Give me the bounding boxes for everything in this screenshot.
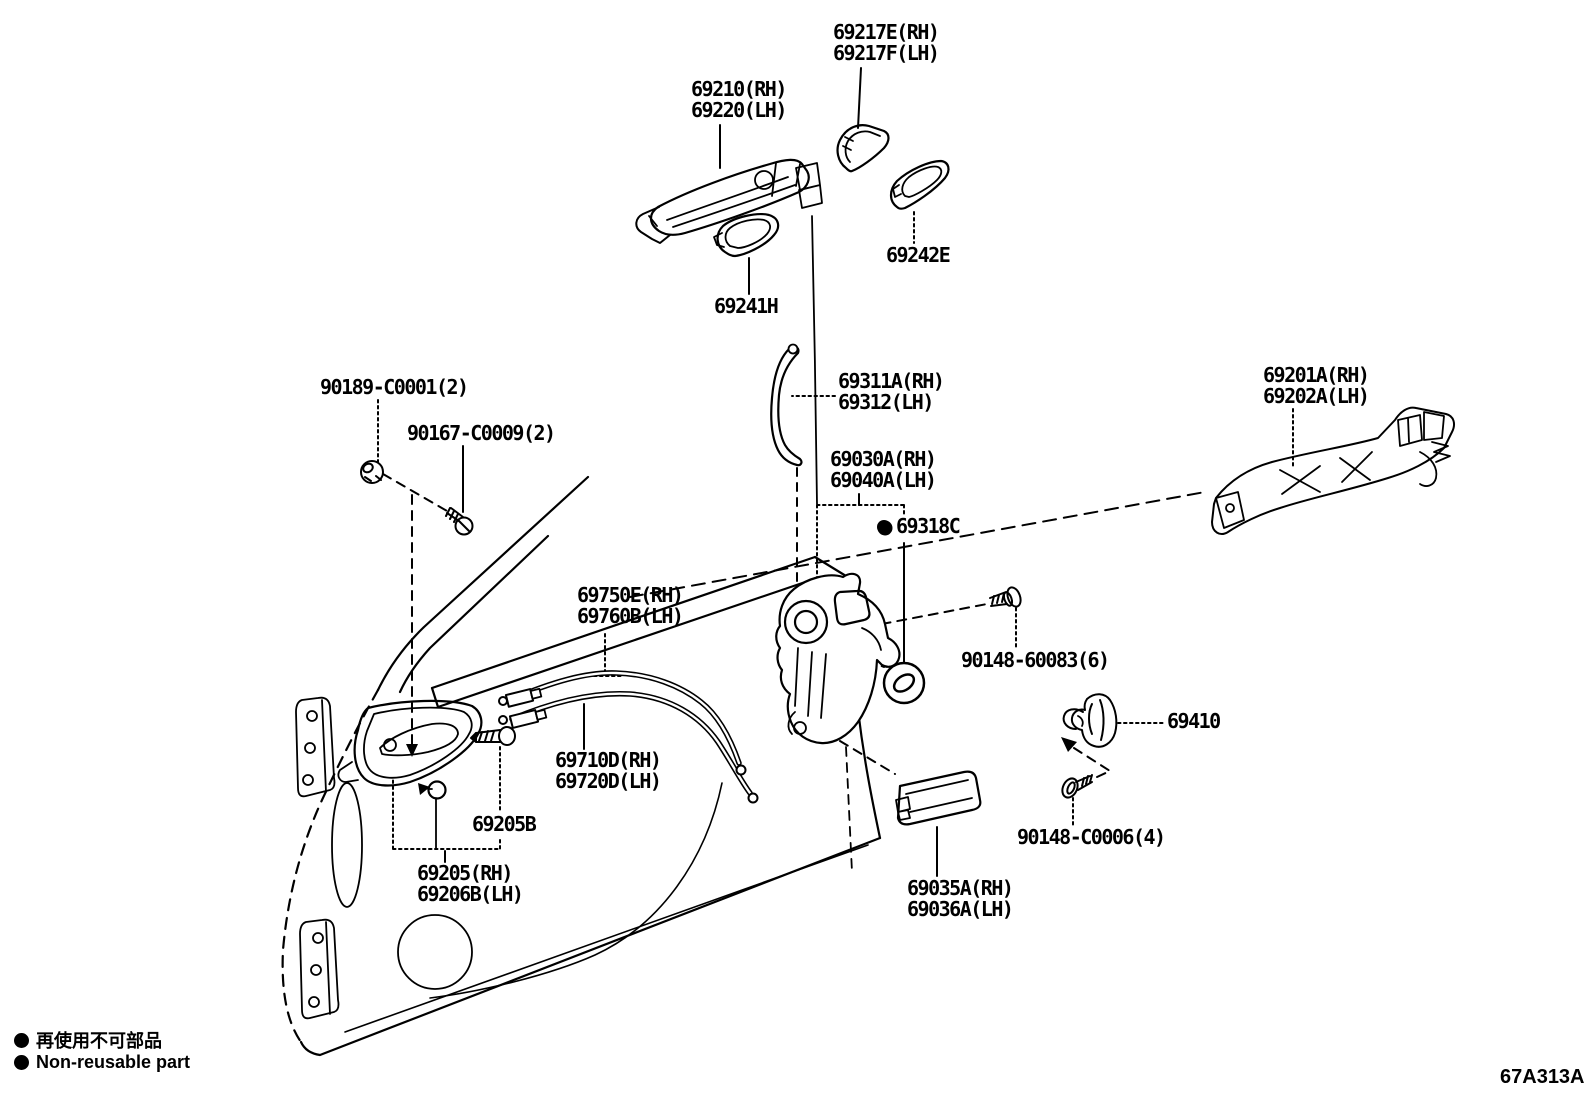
- part-label-69710D: 69710D(RH)69720D(LH): [555, 748, 662, 793]
- door-inner-details: [295, 696, 473, 1020]
- part-label-69205B: 69205B: [472, 812, 537, 836]
- part-label-69205: 69205(RH)69206B(LH): [417, 861, 524, 906]
- grommet: [882, 661, 926, 705]
- part-label-line: 69220(LH): [691, 98, 787, 122]
- part-label-line: 69035A(RH): [907, 876, 1014, 900]
- part-label-line: 69205(RH): [417, 861, 513, 885]
- part-label-line: 69312(LH): [838, 390, 934, 414]
- part-label-90189-C0001: 90189-C0001(2): [320, 375, 469, 399]
- legend-text-en: Non-reusable part: [36, 1051, 191, 1072]
- construction-lines: [382, 215, 1206, 778]
- legend-row-en: Non-reusable part: [14, 1051, 190, 1073]
- part-label-line: 69210(RH): [691, 77, 787, 101]
- part-label-line: 69241H: [714, 294, 779, 318]
- door-lock-assembly: [775, 572, 901, 745]
- leader-lines: [377, 67, 1294, 877]
- non-reusable-bullet-icon: [877, 520, 891, 534]
- lock-control-module: [895, 770, 982, 826]
- part-label-69750E: 69750E(RH)69760B(LH): [577, 583, 684, 628]
- part-label-69410: 69410: [1167, 709, 1221, 733]
- inside-handle: [337, 699, 483, 787]
- part-label-69241H: 69241H: [714, 294, 779, 318]
- part-label-line: 69311A(RH): [838, 369, 945, 393]
- part-label-90167-C0009: 90167-C0009(2): [407, 421, 556, 445]
- pocket-hole: [331, 782, 363, 908]
- screw-90189-C0001: [360, 460, 384, 484]
- release-cables: [498, 670, 759, 804]
- non-reusable-bullet-icon: [14, 1054, 29, 1070]
- handle-cover: [713, 213, 780, 258]
- part-label-line: 69318C: [896, 514, 961, 538]
- lock-rod: [770, 343, 803, 467]
- part-label-line: 69206B(LH): [417, 882, 524, 906]
- screw-90167-C0009: [445, 507, 474, 536]
- part-label-69311A: 69311A(RH)69312(LH): [838, 369, 945, 414]
- part-label-line: 69750E(RH): [577, 583, 684, 607]
- part-label-line: 69202A(LH): [1263, 384, 1370, 408]
- part-label-69035A: 69035A(RH)69036A(LH): [907, 876, 1014, 921]
- part-label-line: 69036A(LH): [907, 897, 1014, 921]
- part-label-69217: 69217E(RH)69217F(LH): [833, 20, 940, 65]
- part-label-line: 69040A(LH): [830, 468, 937, 492]
- frame-bracket: [1211, 406, 1455, 535]
- lower-hinge: [299, 918, 340, 1020]
- part-label-line: 90167-C0009(2): [407, 421, 556, 445]
- upper-hinge: [295, 696, 336, 798]
- part-label-line: 69710D(RH): [555, 748, 662, 772]
- part-label-69210: 69210(RH)69220(LH): [691, 77, 787, 122]
- legend-row-ja: 再使用不可部品: [14, 1029, 190, 1051]
- part-label-line: 69410: [1167, 709, 1221, 733]
- screw-90148-60083: [989, 586, 1022, 608]
- part-label-69242E: 69242E: [886, 243, 951, 267]
- part-label-69030A: 69030A(RH)69040A(LH): [830, 447, 937, 492]
- part-label-line: 69030A(RH): [830, 447, 937, 471]
- screw-90148-C0006: [1061, 774, 1093, 799]
- part-label-line: 69720D(LH): [555, 769, 662, 793]
- part-label-69318C: 69318C: [877, 514, 961, 538]
- striker: [1062, 693, 1118, 748]
- part-label-line: 69201A(RH): [1263, 363, 1370, 387]
- speaker-hole: [397, 914, 473, 990]
- part-label-line: 69205B: [472, 812, 537, 836]
- handle-clip: [418, 780, 447, 800]
- part-label-line: 90148-60083(6): [961, 648, 1110, 672]
- outside-handle: [635, 158, 823, 244]
- part-label-line: 90148-C0006(4): [1017, 825, 1166, 849]
- part-label-line: 69760B(LH): [577, 604, 684, 628]
- non-reusable-bullet-icon: [14, 1032, 29, 1048]
- handle-pad: [836, 124, 890, 173]
- part-label-line: 90189-C0001(2): [320, 375, 469, 399]
- legend: 再使用不可部品 Non-reusable part: [14, 1029, 190, 1073]
- part-label-line: 69217E(RH): [833, 20, 940, 44]
- handle-bezel: [889, 159, 950, 210]
- figure-code: 67A313A: [1500, 1066, 1585, 1088]
- part-label-90148-C0006: 90148-C0006(4): [1017, 825, 1166, 849]
- part-label-line: 69217F(LH): [833, 41, 940, 65]
- screw-69205B: [470, 726, 516, 746]
- part-label-line: 69242E: [886, 243, 951, 267]
- part-label-90148-60083: 90148-60083(6): [961, 648, 1110, 672]
- part-label-69201A: 69201A(RH)69202A(LH): [1263, 363, 1370, 408]
- legend-text-ja: 再使用不可部品: [36, 1031, 162, 1051]
